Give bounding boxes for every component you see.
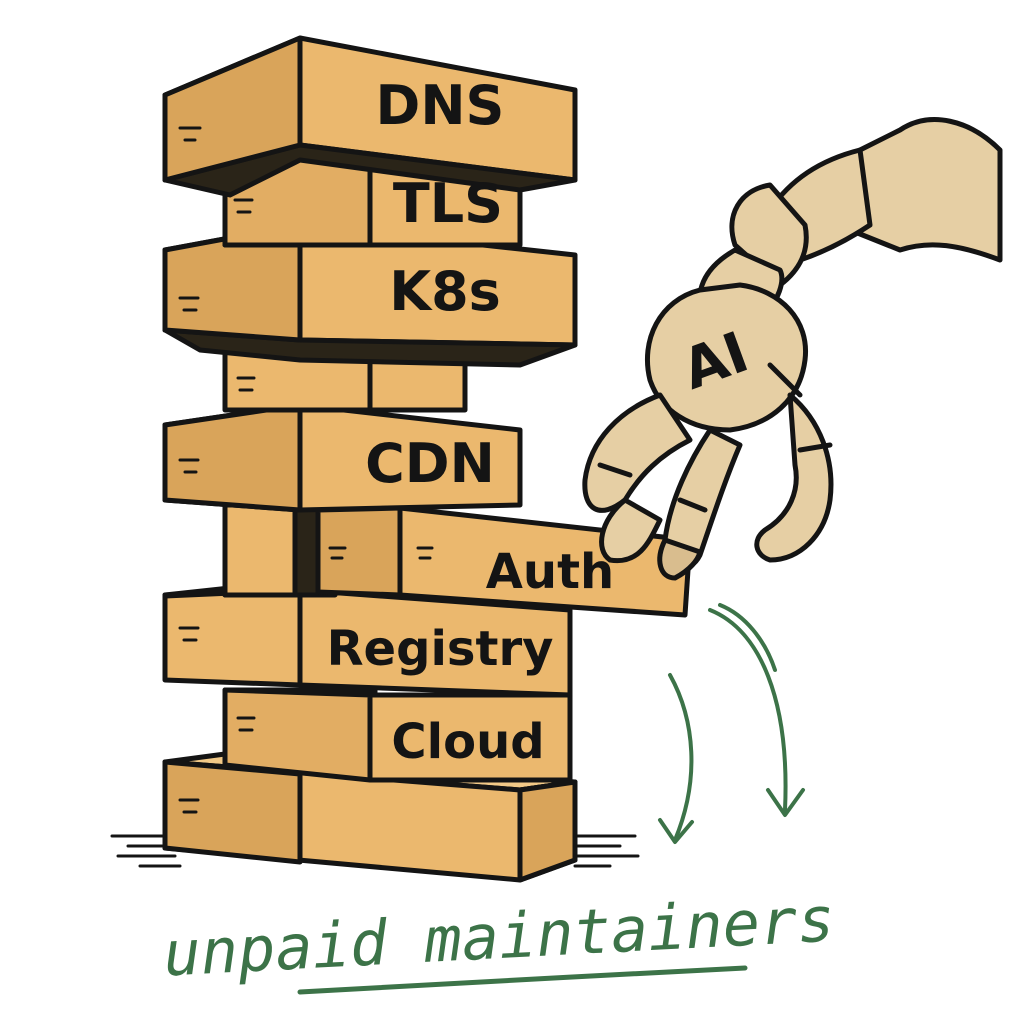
label-tls: TLS (393, 172, 503, 235)
block-texture (178, 126, 434, 814)
tower-side-block (222, 502, 298, 598)
robot-hand-icon: AI (582, 117, 1003, 581)
tower-block-cloud (222, 687, 573, 783)
falling-arrows (658, 603, 805, 844)
caption-underline (297, 965, 748, 995)
tower-block-k8s (162, 222, 578, 368)
ground-hatching (110, 834, 640, 868)
tower-block-cdn (162, 402, 523, 513)
label-cloud: Cloud (391, 714, 544, 770)
falling-arrow-icon (708, 603, 805, 817)
tower-labels: DNS TLS K8s CDN Auth Registry Cloud (327, 74, 615, 770)
label-auth: Auth (486, 544, 614, 600)
label-k8s: K8s (389, 260, 501, 323)
tower-base-block (162, 751, 578, 883)
label-registry: Registry (327, 621, 554, 677)
falling-arrow-icon (658, 673, 694, 844)
jenga-tower (162, 35, 693, 883)
label-dns: DNS (376, 74, 505, 137)
tower-block-registry (162, 585, 573, 698)
caption-text: unpaid maintainers (161, 882, 836, 990)
tower-block-dns (162, 35, 578, 198)
label-cdn: CDN (365, 432, 495, 495)
